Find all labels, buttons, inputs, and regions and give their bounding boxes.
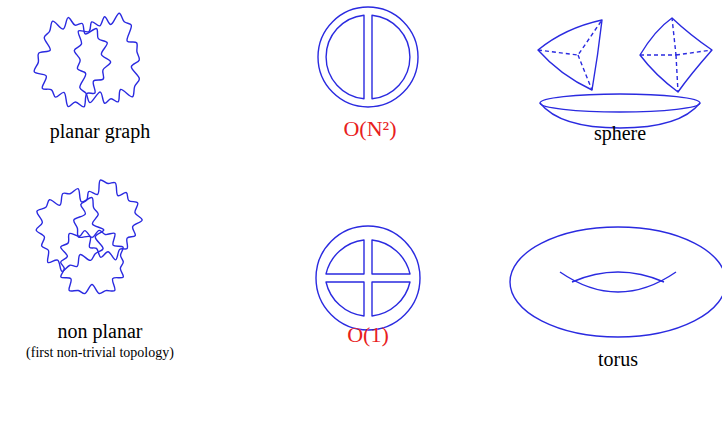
order-label: O(N²) [343,116,396,141]
figure-label: planar graph [50,120,151,143]
graph-outline [74,180,142,260]
graph-outline [34,18,111,107]
jagged-graph [34,13,142,293]
note-label: (first non-trivial topology) [26,345,174,361]
figure-label: sphere [594,122,646,145]
graph-outline [74,13,139,103]
graph-outline [36,189,104,272]
nonplanar-fat-graph [316,226,420,330]
sphere-pieces [538,18,712,128]
order-label: O(1) [347,322,389,347]
figure-label: non planar [58,320,143,343]
planar-fat-graph [318,7,418,107]
figure-label: torus [598,348,638,371]
torus [510,227,722,337]
graph-outline [61,230,124,293]
